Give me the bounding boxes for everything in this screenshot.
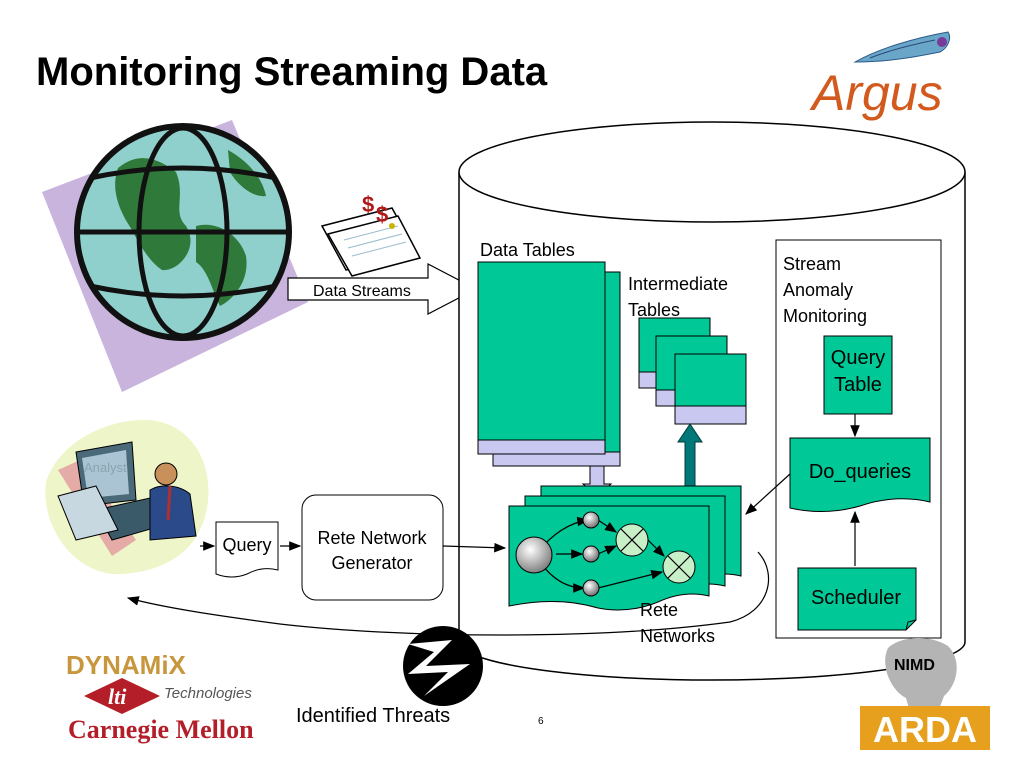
query-document [215, 521, 279, 578]
scheduler-box [797, 567, 917, 631]
identified-threats-label: Identified Threats [296, 705, 450, 727]
lti-logo: lti [84, 678, 160, 714]
query-table-label-2: Table [834, 374, 882, 396]
lti-logo-text: lti [108, 684, 127, 709]
do-queries-to-rete-arrow [745, 473, 791, 515]
data-tables-stack [477, 261, 621, 467]
carnegie-mellon-logo: Carnegie Mellon [68, 715, 254, 744]
data-tables-label: Data Tables [480, 240, 575, 260]
scheduler-label: Scheduler [811, 587, 901, 609]
data-streams-arrow: Data Streams [287, 263, 478, 315]
arda-logo: ARDA [860, 706, 990, 750]
svg-text:$: $ [362, 192, 374, 217]
stream-anomaly-label-2: Anomaly [783, 280, 853, 300]
rete-networks-label-2: Networks [640, 626, 715, 646]
slide-title: Monitoring Streaming Data [36, 50, 548, 94]
intermediate-tables-label-2: Tables [628, 300, 680, 320]
dynamix-sub-text: Technologies [164, 685, 252, 702]
join-node-icon [662, 550, 696, 584]
threat-lightning-icon [403, 626, 483, 706]
do-queries-label: Do_queries [809, 461, 911, 483]
globe-icon [42, 120, 308, 392]
stream-anomaly-label-3: Monitoring [783, 306, 867, 326]
stream-anomaly-label-1: Stream [783, 254, 841, 274]
generator-to-rete-arrow [442, 542, 507, 553]
money-documents-icon: $ $ [320, 192, 422, 277]
rete-networks-stack [508, 485, 742, 611]
analyst-icon: Analyst [45, 419, 209, 575]
rete-network-generator-box [301, 494, 444, 601]
feather-icon [853, 31, 951, 63]
nimd-logo: NIMD [885, 637, 957, 712]
argus-logo: Argus [809, 31, 951, 121]
query-doc-label: Query [222, 535, 271, 555]
rete-networks-label-1: Rete [640, 600, 678, 620]
dynamix-logo: DYNAMiX Technologies [66, 650, 252, 702]
do-queries-document [789, 437, 931, 513]
intermediate-tables-stack [638, 317, 747, 425]
svg-text:$: $ [376, 202, 388, 227]
data-streams-label: Data Streams [313, 283, 411, 300]
rete-generator-label-1: Rete Network [317, 528, 427, 548]
analyst-label: Analyst [84, 460, 127, 475]
intermediate-tables-label-1: Intermediate [628, 274, 728, 294]
nimd-logo-text: NIMD [894, 657, 935, 674]
query-table-box [823, 335, 893, 415]
query-table-label-1: Query [831, 347, 885, 369]
page-number: 6 [538, 716, 544, 727]
join-node-icon [615, 523, 649, 557]
argus-logo-text: Argus [809, 65, 943, 121]
arda-logo-text: ARDA [873, 709, 977, 750]
rete-generator-label-2: Generator [331, 553, 412, 573]
dynamix-logo-text: DYNAMiX [66, 650, 187, 680]
identified-threats-feedback-arrow [126, 551, 770, 636]
